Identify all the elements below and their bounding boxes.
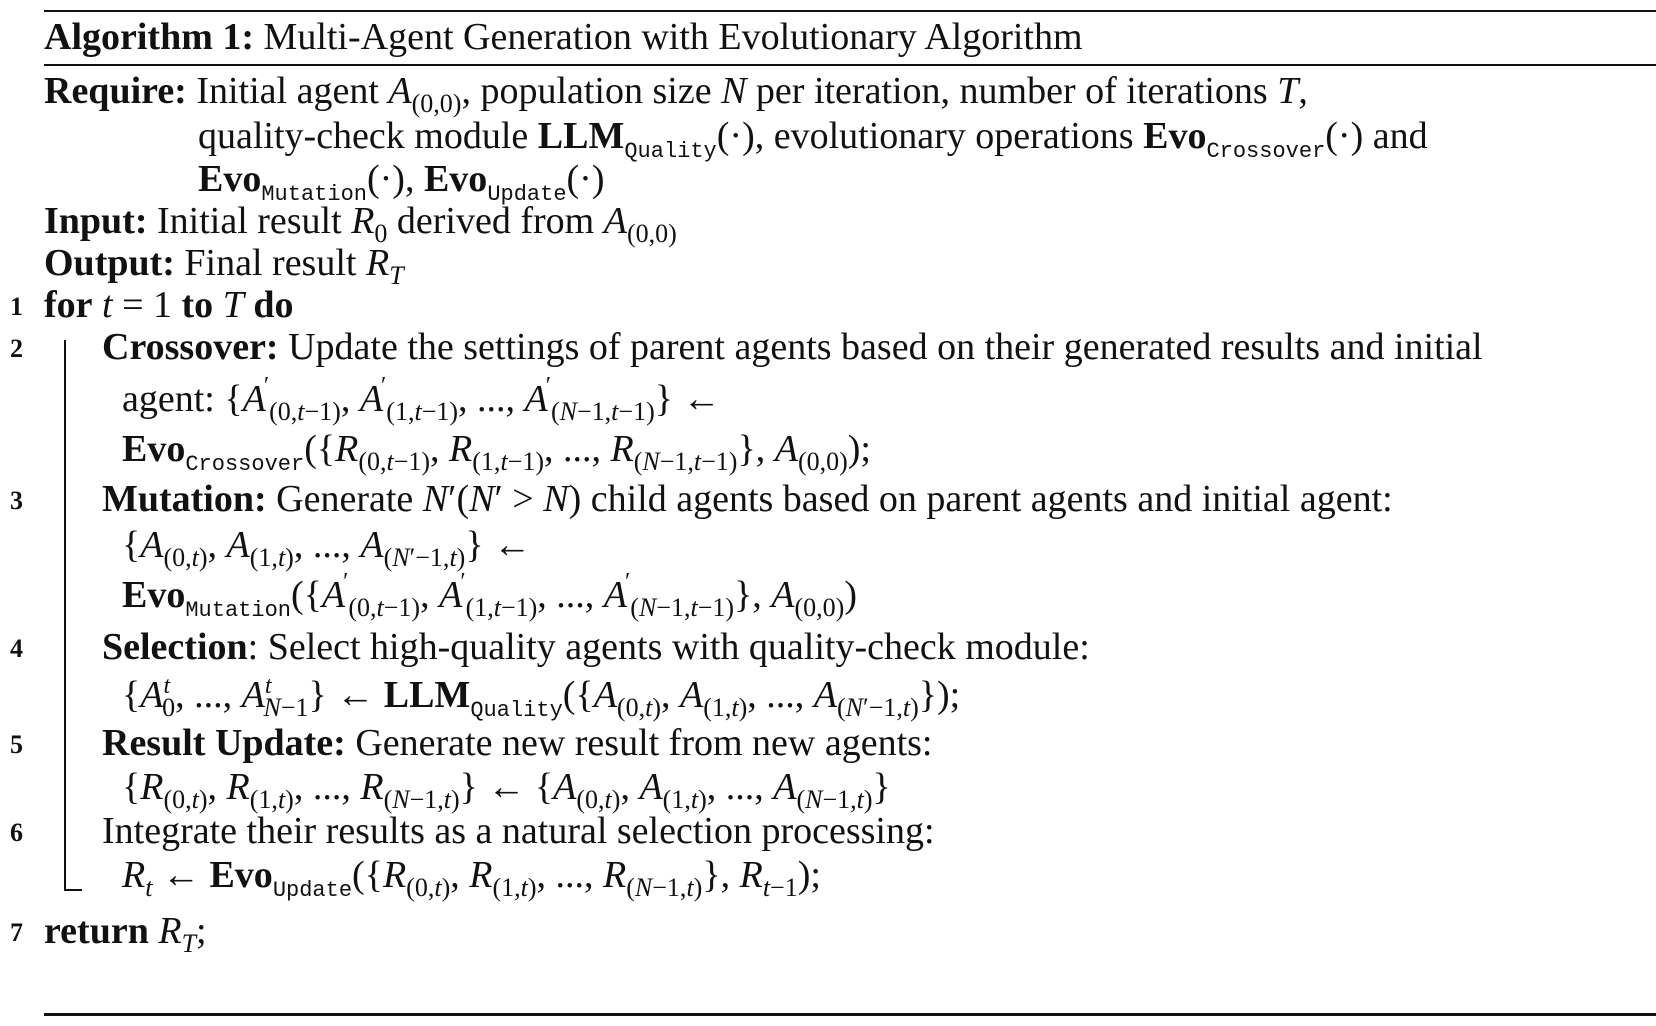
step-3-cont: {A(0,t), A(1,t), ..., A(N′−1,t)} ← xyxy=(122,524,532,572)
result-update-text: Generate new result from new agents: xyxy=(355,722,933,764)
mutation-text: child agents based on parent agents and … xyxy=(590,478,1393,520)
algorithm-title: Multi-Agent Generation with Evolutionary… xyxy=(263,16,1083,58)
llm-op: LLM xyxy=(383,674,471,716)
mutation-sub: Mutation xyxy=(185,598,291,623)
require-line-1: Require: Initial agent A(0,0), populatio… xyxy=(44,70,1308,118)
evo-op: Evo xyxy=(423,158,488,200)
quality-sub: Quality xyxy=(624,139,717,164)
update-sub: Update xyxy=(487,182,567,207)
top-rule xyxy=(44,10,1656,12)
mutation-label: Mutation: xyxy=(102,478,267,520)
step-3: Mutation: Generate N′(N′ > N) child agen… xyxy=(102,478,1393,520)
line-number: 1 xyxy=(10,292,23,321)
step-4: Selection: Select high-quality agents wi… xyxy=(102,628,1090,666)
keyword-return: return xyxy=(44,910,149,952)
result-update-label: Result Update: xyxy=(102,722,346,764)
crossover-text: Update the settings of parent agents bas… xyxy=(288,326,1483,368)
crossover-sub: Crossover xyxy=(185,452,305,477)
evo-op: Evo xyxy=(209,854,273,896)
line-number: 6 xyxy=(10,818,23,847)
input-text: Initial result xyxy=(157,200,342,242)
require-line-2: quality-check module LLMQuality(·), evol… xyxy=(198,115,1428,164)
integrate-text: Integrate their results as a natural sel… xyxy=(102,810,935,852)
step-5-formula: {R(0,t), R(1,t), ..., R(N−1,t)} ← {A(0,t… xyxy=(122,766,891,814)
loop-bracket xyxy=(64,340,66,890)
evo-op: Evo xyxy=(198,158,262,200)
step-7: return RT; xyxy=(44,910,207,958)
selection-text: : Select high-quality agents with qualit… xyxy=(247,626,1090,668)
step-2-cont: agent: {A′(0,t−1), A′(1,t−1), ..., A′(N−… xyxy=(122,373,721,426)
crossover-sub: Crossover xyxy=(1206,139,1326,164)
crossover-label: Crossover: xyxy=(102,326,279,368)
output-text: Final result xyxy=(184,242,357,284)
keyword-to: to xyxy=(181,284,214,326)
step-4-formula: {At0, ..., AtN−1} ← LLMQuality({A(0,t), … xyxy=(122,673,961,723)
step-3-formula: EvoMutation({A′(0,t−1), A′(1,t−1), ..., … xyxy=(122,569,857,623)
algorithm-caption: Algorithm 1: Multi-Agent Generation with… xyxy=(44,18,1083,56)
require-label: Require: xyxy=(44,70,187,112)
require-text: and xyxy=(1372,115,1428,157)
line-number: 2 xyxy=(10,334,23,363)
require-text: quality-check module xyxy=(198,115,529,157)
step-1: for t = 1 to T do xyxy=(44,284,294,326)
loop-bracket-end xyxy=(64,889,82,891)
line-number: 5 xyxy=(10,730,23,759)
output-line: Output: Final result RT xyxy=(44,242,404,290)
evo-op: Evo xyxy=(1143,115,1207,157)
step-5: Result Update: Generate new result from … xyxy=(102,724,933,762)
require-line-3: EvoMutation(·), EvoUpdate(·) xyxy=(198,158,605,207)
input-line: Input: Initial result R0 derived from A(… xyxy=(44,200,677,248)
line-number: 7 xyxy=(10,918,23,947)
require-text: Initial agent xyxy=(196,70,379,112)
crossover-text: agent: xyxy=(122,378,215,420)
algorithm-label: Algorithm 1: xyxy=(44,16,255,58)
require-text: , population size xyxy=(461,70,712,112)
selection-label: Selection xyxy=(102,626,248,668)
update-sub: Update xyxy=(272,878,353,903)
step-2-formula: EvoCrossover({R(0,t−1), R(1,t−1), ..., R… xyxy=(122,428,871,477)
mutation-sub: Mutation xyxy=(261,182,367,207)
title-rule xyxy=(44,64,1656,66)
llm-op: LLM xyxy=(537,115,625,157)
keyword-for: for xyxy=(44,284,93,326)
line-number: 3 xyxy=(10,486,23,515)
step-6-formula: Rt ← EvoUpdate({R(0,t), R(1,t), ..., R(N… xyxy=(122,854,821,903)
evo-op: Evo xyxy=(122,428,186,470)
keyword-do: do xyxy=(253,284,294,326)
input-label: Input: xyxy=(44,200,148,242)
mutation-text: Generate xyxy=(276,478,414,520)
step-2: Crossover: Update the settings of parent… xyxy=(102,328,1483,366)
input-text: derived from xyxy=(396,200,595,242)
output-label: Output: xyxy=(44,242,175,284)
require-text: per iteration, number of iterations xyxy=(755,70,1268,112)
line-number: 4 xyxy=(10,634,23,663)
quality-sub: Quality xyxy=(470,698,563,723)
evo-op: Evo xyxy=(122,574,186,616)
bottom-rule xyxy=(44,1013,1656,1016)
require-text: , evolutionary operations xyxy=(754,115,1134,157)
step-6: Integrate their results as a natural sel… xyxy=(102,812,935,850)
